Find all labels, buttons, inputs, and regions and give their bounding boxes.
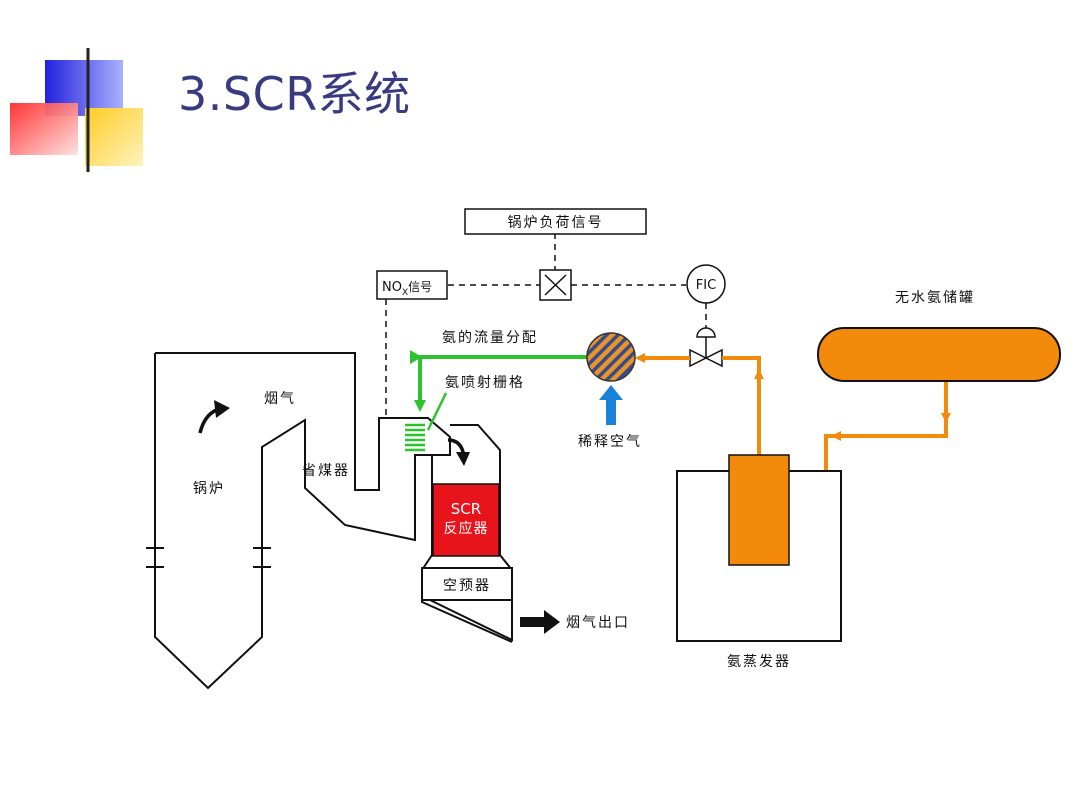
reactor-flow-arrowhead [456,452,470,466]
scr-reactor-block [432,483,500,557]
expansion-joint-right [253,547,271,568]
page-title: 3.SCR系统 [178,67,411,121]
multiplier-block-icon [539,269,572,301]
flue-gas-label: 烟气 [264,391,296,407]
control-valve-icon [689,327,723,368]
air-preheater-label: 空预器 [443,578,491,594]
expansion-joint-left [146,547,164,568]
ammonia-flow-distribution-label: 氨的流量分配 [442,330,538,346]
boiler-load-signal-box [464,208,647,235]
boiler-load-signal-label: 锅炉负荷信号 [508,215,604,231]
fic-controller [686,264,726,304]
nox-signal-label: NOX信号 [382,280,432,298]
boiler [146,352,451,690]
header-decoration-icon [10,48,1070,172]
air-preheater-outlet [422,599,513,642]
ammonia-injection-grid [405,423,425,452]
dilution-air-arrow-icon [599,385,623,425]
economizer-label: 省煤器 [302,463,350,479]
flue-gas-outlet-arrow-icon [520,610,560,634]
dilution-air-label: 稀释空气 [578,434,642,450]
flue-direction-arrowhead [214,400,230,418]
scr-reactor-label-line1: SCR [451,500,481,518]
nox-signal-box [376,270,448,300]
anhydrous-ammonia-tank-label: 无水氨储罐 [895,290,975,306]
anhydrous-ammonia-tank [817,327,1061,382]
dilution-mixer [586,332,636,382]
fic-label: FIC [696,278,716,293]
ammonia-evaporator-label: 氨蒸发器 [727,654,791,670]
boiler-label: 锅炉 [193,481,225,497]
evaporator-vessel [728,454,790,566]
scr-reactor-label-line2: 反应器 [444,520,489,537]
ammonia-injection-grid-label: 氨喷射栅格 [445,375,525,391]
signal-lines [385,233,707,418]
grid-pointer-line [426,392,448,431]
flue-gas-outlet-label: 烟气出口 [566,615,630,631]
